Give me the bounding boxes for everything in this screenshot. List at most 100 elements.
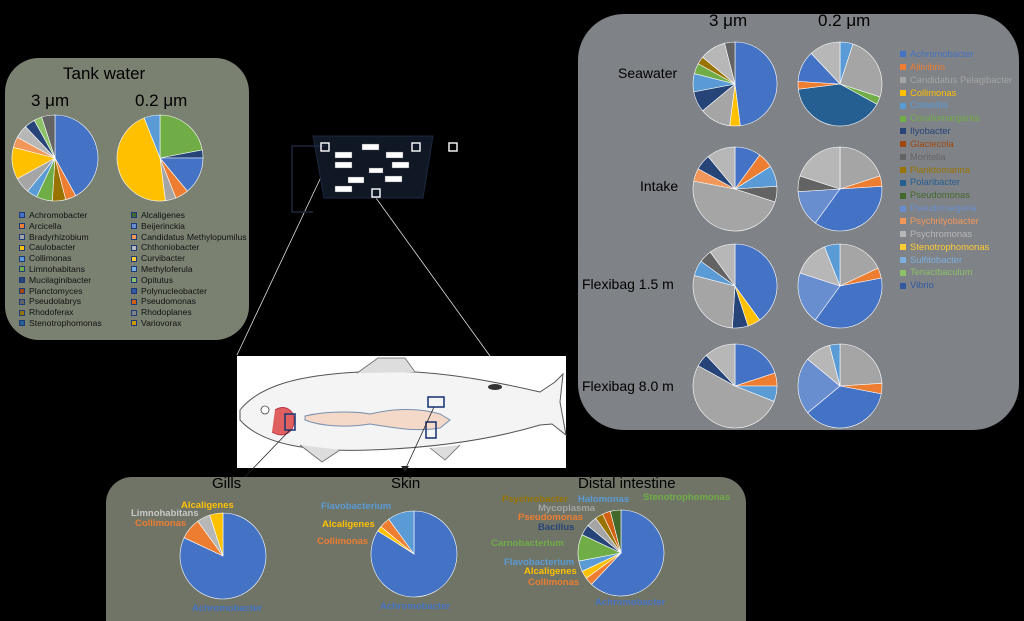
legend-swatch (900, 282, 906, 289)
legend-swatch (900, 154, 906, 161)
seawater-legend-item: Vibrio (900, 279, 1012, 292)
seawater-legend-item: Colwellia (900, 99, 1012, 112)
skin-label-achromobacter: Achromobacter (380, 601, 451, 612)
row-label-seawater: Seawater (618, 65, 678, 81)
pie-slice (797, 272, 841, 321)
skin-label-alcaligenes: Alcaligenes (322, 519, 375, 530)
seawater-legend-item: Moritella (900, 151, 1012, 164)
legend-swatch (131, 244, 137, 251)
tank-legend-item: Variovorax (131, 318, 247, 329)
legend-label: Curvibacter (141, 253, 185, 264)
legend-label: Moritella (910, 150, 946, 162)
tank-legend-item: Curvibacter (131, 253, 247, 264)
tank-legend-item: Caulobacter (19, 242, 102, 253)
legend-swatch (131, 287, 137, 294)
pie-slice (159, 114, 203, 159)
pie-slice (797, 358, 841, 414)
intestine-label-flavobacterium: Flavobacterium (504, 557, 575, 568)
legend-swatch (131, 223, 137, 230)
tank-col-3um: 3 μm (31, 91, 70, 110)
pie-slice (609, 509, 622, 554)
pie-slice (734, 343, 776, 387)
legend-swatch (900, 64, 906, 71)
pie-sea_3_seawater (692, 41, 778, 127)
pie-sea_02_seawater (797, 41, 883, 127)
legend-swatch (131, 277, 137, 284)
pie-slice (814, 277, 883, 329)
legend-label: Beijerinckia (141, 220, 185, 231)
intestine-label-psychrobacter: Psychrobacter (502, 494, 569, 505)
pie-skin (370, 510, 458, 598)
tank-legend-item: Collimonas (19, 253, 102, 264)
tank-legend-item: Methyloferula (131, 264, 247, 275)
intestine-label-stenotrophomonas: Stenotrophomonas (643, 492, 731, 503)
legend-swatch (131, 233, 137, 240)
pie-slice (41, 114, 56, 159)
pie-slice (692, 365, 775, 429)
pie-slice (824, 243, 841, 287)
legend-label: Polaribacter (910, 176, 961, 188)
intestine-label-bacillus: Bacillus (538, 522, 575, 533)
legend-swatch (19, 223, 25, 230)
seawater-legend-item: Psychrilyobacter (900, 215, 1012, 228)
seawater-legend-item: Collimonas (900, 87, 1012, 100)
pie-slice (209, 512, 224, 557)
legend-swatch (900, 179, 906, 186)
legend-swatch (19, 255, 25, 262)
pie-tank_3um (11, 114, 99, 202)
legend-label: Mucilaginibacter (29, 274, 92, 285)
row-label-intake: Intake (640, 178, 679, 194)
tank-legend-item: Polynucleobacter (131, 286, 247, 297)
skin-label-collimonas: Collimonas (317, 536, 369, 547)
legend-swatch (900, 269, 906, 276)
seawater-legend-item: Tenacibaculum (900, 266, 1012, 279)
legend-label: Psychrilyobacter (910, 214, 979, 226)
pie-slice (388, 510, 415, 555)
legend-swatch (900, 167, 906, 174)
gills-label-collimonas: Collimonas (135, 518, 187, 529)
tank-water-title: Tank water (63, 64, 146, 83)
pie-slice (839, 243, 879, 287)
sea-col-3um: 3 μm (709, 11, 748, 30)
intestine-label-achromobacter: Achromobacter (595, 597, 666, 608)
legend-label: Planctomyces (29, 285, 83, 296)
legend-swatch (19, 298, 25, 305)
legend-label: Ilyobacter (910, 125, 951, 137)
legend-label: Glaciecola (910, 137, 954, 149)
pie-sea_3_intake (692, 146, 778, 232)
legend-swatch (900, 77, 906, 84)
intestine-label-collimonas: Collimonas (528, 577, 580, 588)
intestine-title: Distal intestine (578, 475, 676, 492)
pie-slice (799, 146, 841, 190)
tank-legend-item: Pseudolabrys (19, 296, 102, 307)
legend-label: Achromobacter (29, 210, 88, 220)
seawater-legend-item: Aliivibrio (900, 61, 1012, 74)
legend-swatch (900, 89, 906, 96)
pie-intestine (577, 509, 665, 597)
legend-swatch (19, 244, 25, 251)
seawater-legend-item: Pseudomonas (900, 189, 1012, 202)
legend-label: Pseudomonas (141, 296, 196, 307)
row-label-flexibag-1-5: Flexibag 1.5 m (582, 276, 674, 292)
pie-tank_02um (116, 114, 204, 202)
pie-slice (797, 83, 878, 127)
tank-legend-item: Mucilaginibacter (19, 275, 102, 286)
legend-label: Vibrio (910, 279, 934, 291)
legend-swatch (131, 309, 137, 316)
pie-slice (814, 186, 883, 232)
tank-legend-item: Bradyrhizobium (19, 232, 102, 243)
legend-label: Aliivibrio (910, 60, 945, 72)
pie-slice (839, 43, 883, 98)
pie-sea_02_fb80 (797, 343, 883, 429)
legend-swatch (900, 256, 906, 263)
legend-label: Methyloferula (141, 263, 193, 274)
skin-title: Skin (391, 475, 421, 492)
legend-label: Stenotrophomonas (29, 317, 102, 328)
pie-slice (143, 114, 161, 159)
legend-label: Limnohabitans (29, 263, 85, 274)
legend-swatch (19, 320, 25, 327)
legend-label: Planktomarina (910, 163, 970, 175)
seawater-legend-item: Coraliomargarita (900, 112, 1012, 125)
